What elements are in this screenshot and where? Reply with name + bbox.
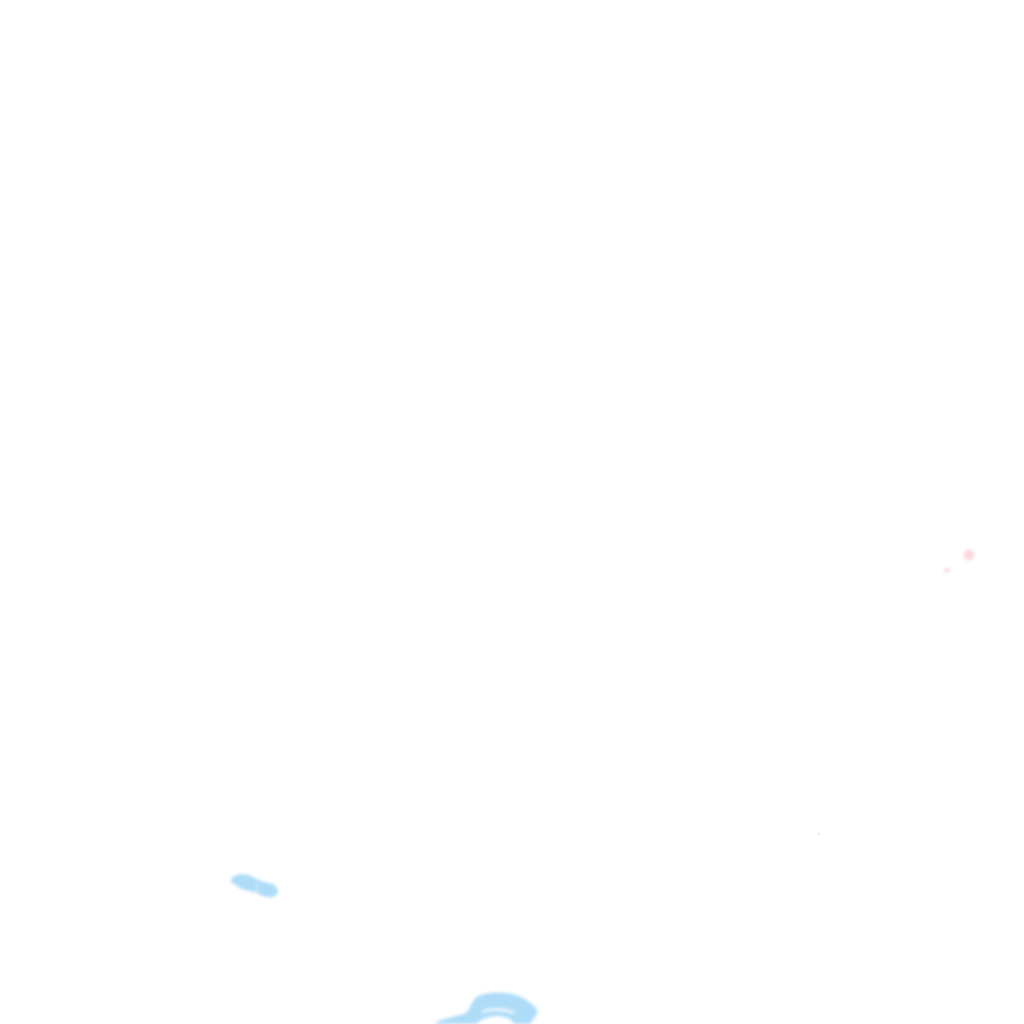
pink-dots — [944, 549, 975, 573]
pink-dot — [963, 549, 975, 561]
faint-speck — [817, 832, 821, 836]
blue-splotch-bottom — [434, 992, 538, 1024]
pink-dot — [944, 567, 950, 573]
blue-splotch-left — [230, 874, 278, 898]
